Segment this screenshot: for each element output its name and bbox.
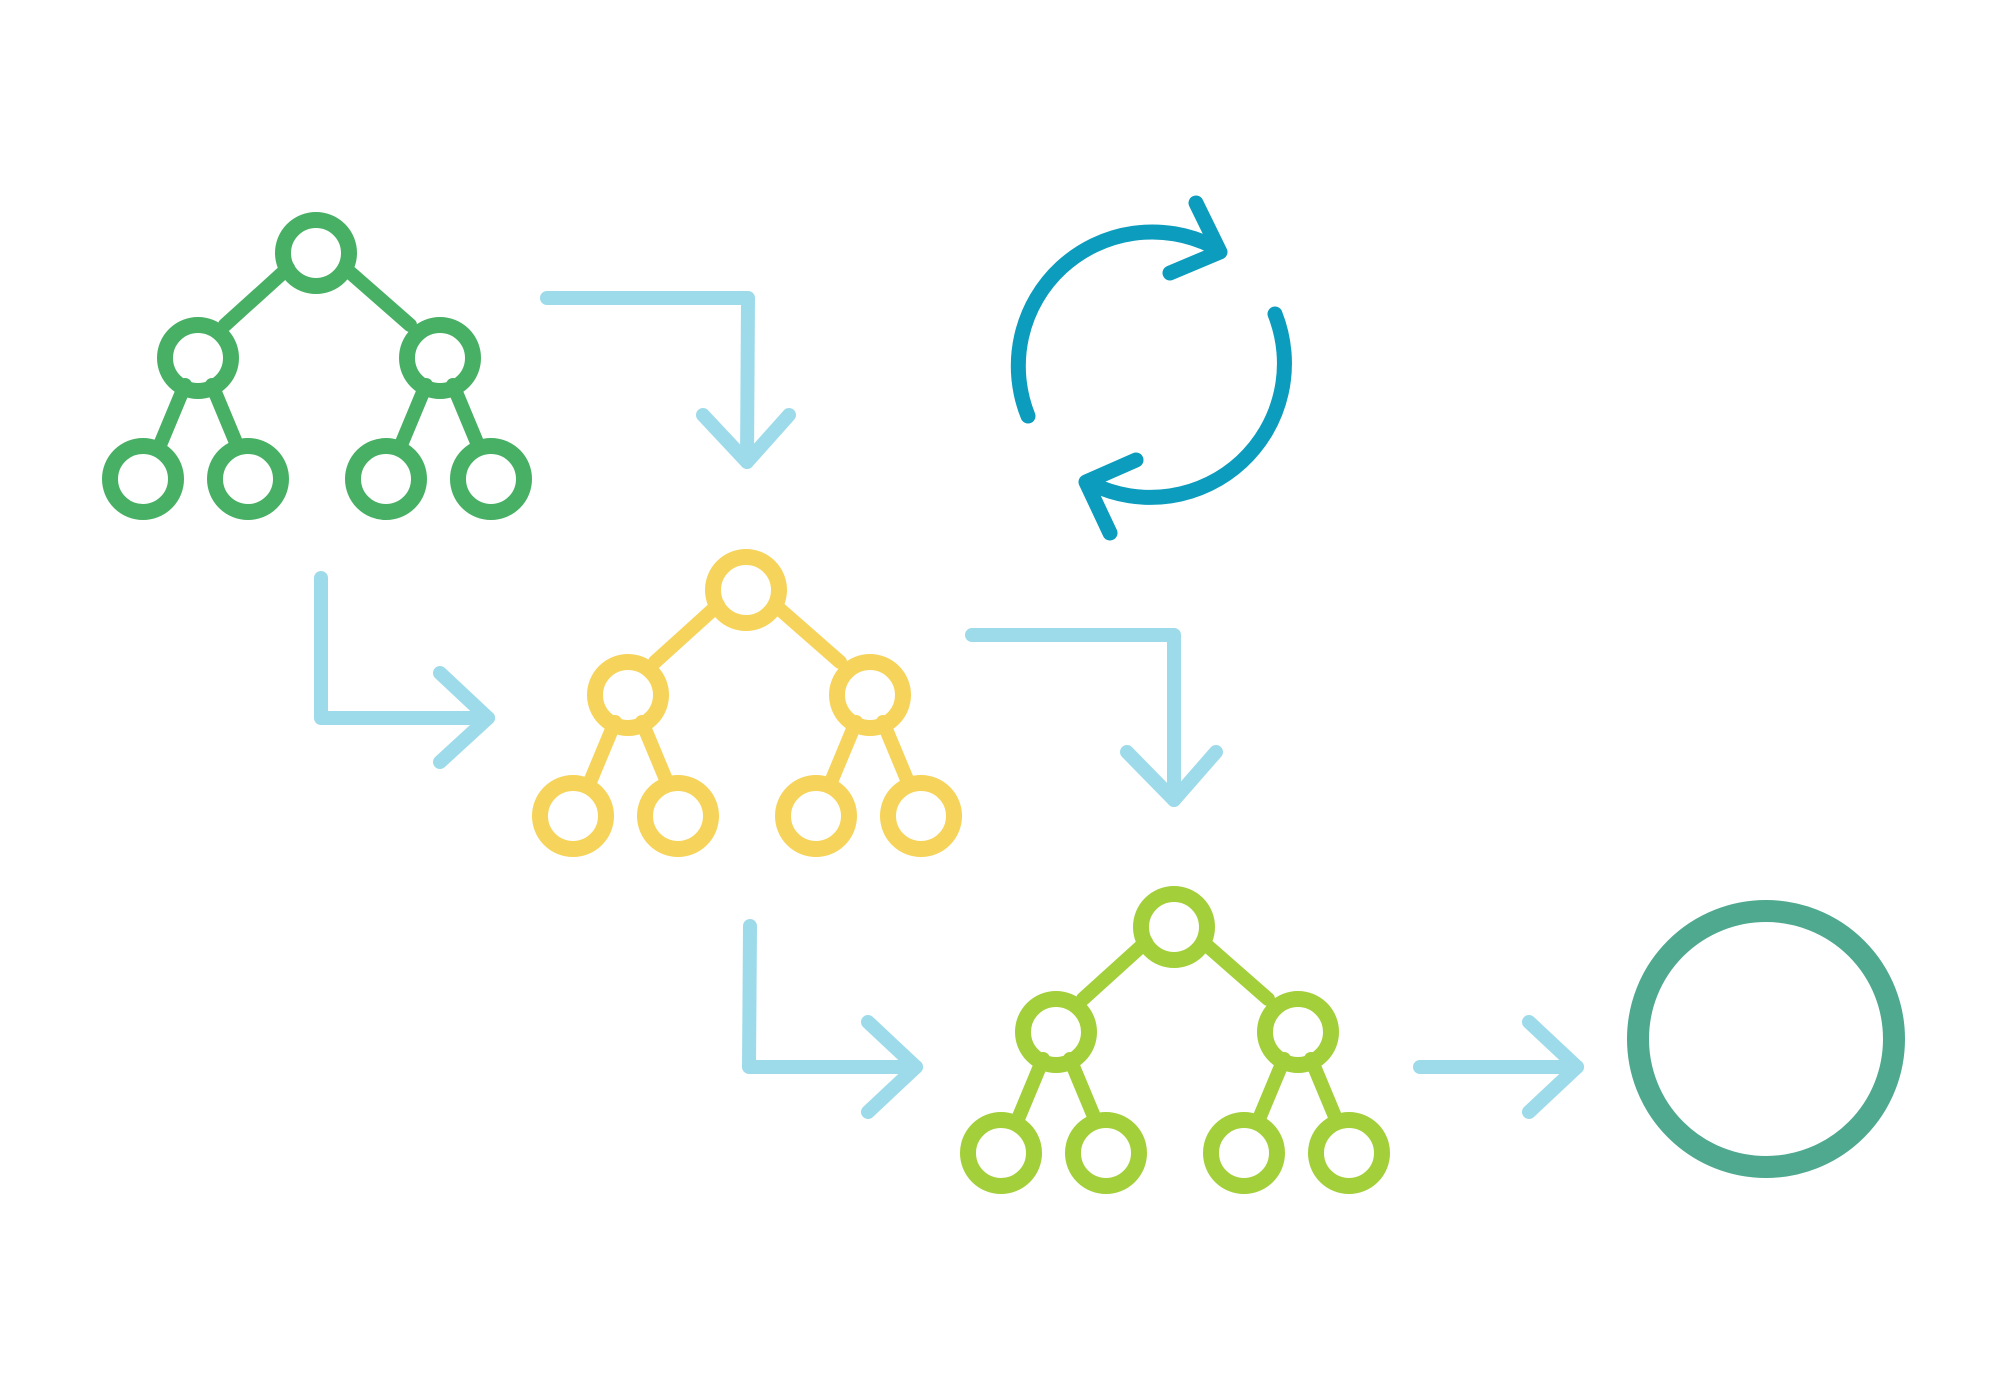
flow-arrow-2 [314, 571, 495, 769]
tree-edge [648, 598, 725, 669]
tree-edge [635, 715, 674, 789]
tree-leaf [450, 438, 532, 520]
tree-node-right [399, 317, 481, 399]
tree-leaf [775, 775, 857, 857]
cycle-arrowhead-lower [1078, 452, 1144, 541]
arrow-shaft [742, 919, 923, 1074]
flow-arrow-4 [742, 919, 923, 1119]
tree-edge [768, 598, 847, 669]
cycle-arc-upper [1010, 224, 1220, 424]
tree-edge [394, 378, 433, 452]
flow-arrow-3 [965, 628, 1223, 807]
tree-node-root [705, 549, 787, 631]
tree-edge [205, 378, 244, 452]
tree-leaf [1203, 1112, 1285, 1194]
tree-edge [1196, 935, 1275, 1006]
arrow-head [696, 408, 796, 469]
tree-leaf [102, 438, 184, 520]
arrow-head [433, 666, 495, 769]
tree-leaf [207, 438, 289, 520]
arrow-head [861, 1015, 923, 1119]
tree-edge [1252, 1052, 1291, 1126]
cycle-arrowhead-upper [1162, 195, 1228, 281]
tree-node-left [587, 654, 669, 736]
arrow-shaft [965, 628, 1181, 807]
tree-edge [218, 261, 295, 332]
tree-leaf [1065, 1112, 1147, 1194]
tree-leaf [345, 438, 427, 520]
tree-stage-1 [102, 212, 532, 520]
tree-node-right [1257, 991, 1339, 1073]
tree-edge [1063, 1052, 1102, 1126]
tree-stage-2 [532, 549, 962, 857]
tree-stage-3 [960, 886, 1390, 1194]
cycle-arc-lower [1084, 306, 1292, 505]
tree-edge [824, 715, 863, 789]
tree-node-left [157, 317, 239, 399]
tree-node-root [1133, 886, 1215, 968]
tree-leaf [960, 1112, 1042, 1194]
flow-arrow-5 [1413, 1015, 1584, 1119]
arrow-shaft [540, 291, 755, 469]
cycle-arrows [1010, 195, 1292, 541]
arrow-head [1120, 745, 1223, 807]
tree-leaf [1308, 1112, 1390, 1194]
arrow-head [1522, 1015, 1584, 1119]
arrow-shaft [314, 571, 495, 725]
tree-leaf [532, 775, 614, 857]
tree-node-right [829, 654, 911, 736]
tree-edge [1076, 935, 1153, 1006]
tree-leaf [637, 775, 719, 857]
flow-arrow-1 [540, 291, 796, 469]
tree-leaf [880, 775, 962, 857]
tree-node-root [275, 212, 357, 294]
tree-node-left [1015, 991, 1097, 1073]
tree-edge [338, 261, 417, 332]
result-circle [1627, 900, 1905, 1178]
